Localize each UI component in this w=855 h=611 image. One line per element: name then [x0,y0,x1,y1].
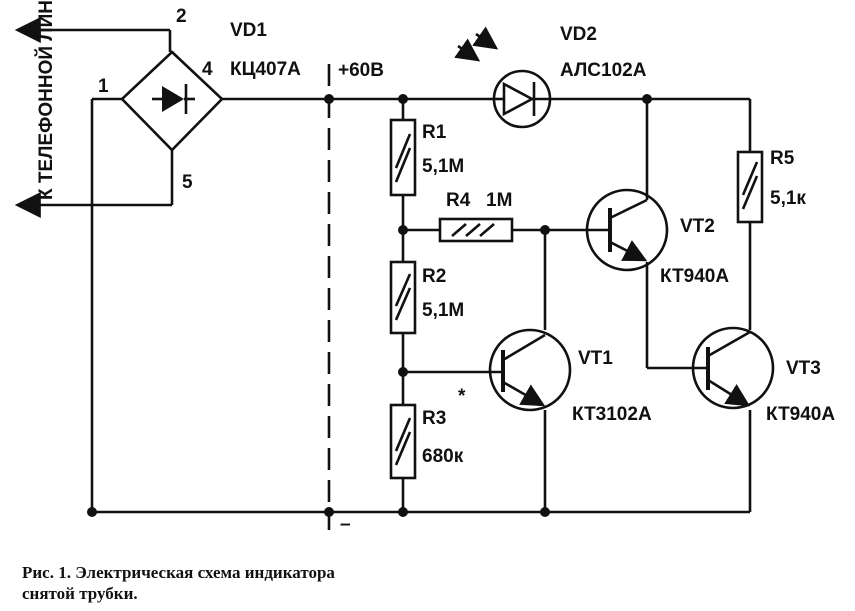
r5-ref: R5 [770,148,795,169]
transistor-vt3 [691,326,775,410]
bridge-pin-4: 4 [202,59,213,80]
vd2-ref: VD2 [560,24,597,45]
wiring [90,97,752,514]
r4-ref: R4 [446,190,471,211]
led-vd2 [454,26,556,129]
resistor-r4 [438,217,514,243]
vt3-ref: VT3 [786,358,821,379]
bridge-pin-2: 2 [176,6,187,27]
r1-value: 5,1М [422,156,464,177]
resistor-r3 [389,403,417,480]
vd1-part: КЦ407А [230,59,301,80]
bridge-pin-5: 5 [182,172,193,193]
voltage-label: +60В [338,60,384,81]
vt1-part: КТ3102А [572,404,652,425]
r4-value: 1М [486,190,512,211]
resistor-r5 [736,150,764,224]
r2-value: 5,1М [422,300,464,321]
vd2-part: АЛС102А [560,60,647,81]
vt1-ref: VT1 [578,348,613,369]
caption-line-2: снятой трубки. [22,584,138,603]
resistor-r1 [389,118,417,197]
vt3-part: КТ940А [766,404,835,425]
transistor-vt2 [585,188,669,272]
r1-ref: R1 [422,122,447,143]
bridge-pin-1: 1 [98,76,109,97]
caption-line-1: Рис. 1. Электрическая схема индикатора [22,563,335,582]
vd1-ref: VD1 [230,20,267,41]
vt2-part: КТ940А [660,266,729,287]
r3-value: 680к [422,446,464,467]
junction-dots [87,94,652,517]
minus-label: – [340,514,351,535]
transistor-vt1 [488,328,572,412]
phone-line-input [14,17,174,218]
line-label: К ТЕЛЕФОННОЙ ЛИНИИ [35,0,57,200]
resistor-r2 [389,260,417,335]
vt2-ref: VT2 [680,216,715,237]
r5-value: 5,1к [770,188,806,209]
r2-ref: R2 [422,266,446,287]
r3-ref: R3 [422,408,446,429]
select-mark: * [458,386,466,407]
figure-caption: Рис. 1. Электрическая схема индикатора с… [22,562,542,604]
diode-bridge-vd1 [120,50,224,152]
